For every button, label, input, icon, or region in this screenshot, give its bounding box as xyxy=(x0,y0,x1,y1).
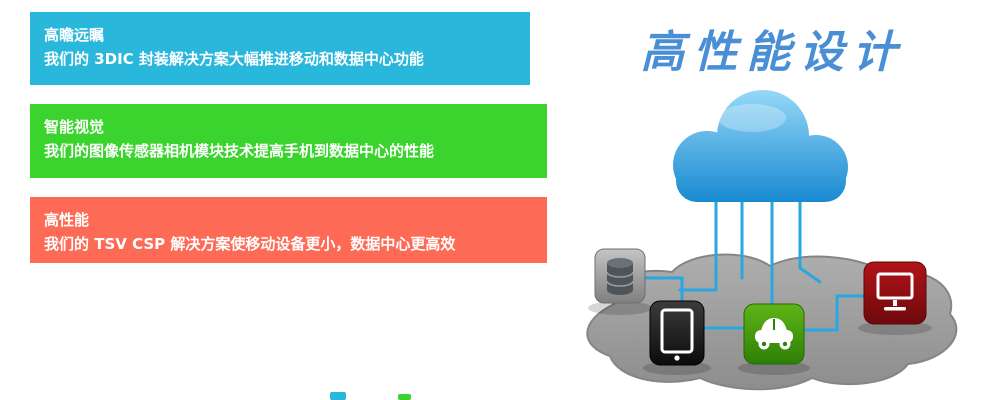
monitor-icon xyxy=(863,261,927,325)
cloud-network-illustration xyxy=(552,72,982,397)
banner-title: 高性能 xyxy=(44,211,90,229)
database-icon xyxy=(594,248,646,304)
banner-subtitle: 我们的 3DIC 封装解决方案大幅推进移动和数据中心功能 xyxy=(44,50,424,68)
page-title: 高性能设计 xyxy=(640,27,906,78)
banner-subtitle: 我们的图像传感器相机模块技术提高手机到数据中心的性能 xyxy=(44,142,435,160)
banner-subtitle: 我们的 TSV CSP 解决方案使移动设备更小，数据中心更高效 xyxy=(44,235,456,253)
cloud-icon xyxy=(673,90,848,202)
banner-title: 智能视觉 xyxy=(44,118,105,136)
banner-title: 高瞻远瞩 xyxy=(44,26,105,44)
cutoff-element-fragment-blue xyxy=(330,392,346,400)
car-icon xyxy=(743,303,805,365)
cutoff-element-fragment-green xyxy=(398,394,411,400)
tablet-icon xyxy=(649,300,705,366)
feature-banner-smart-vision: 智能视觉 我们的图像传感器相机模块技术提高手机到数据中心的性能 xyxy=(30,104,547,178)
feature-banner-performance: 高性能 我们的 TSV CSP 解决方案使移动设备更小，数据中心更高效 xyxy=(30,197,547,263)
feature-banner-vision: 高瞻远瞩 我们的 3DIC 封装解决方案大幅推进移动和数据中心功能 xyxy=(30,12,530,85)
network-lines xyxy=(643,190,866,332)
